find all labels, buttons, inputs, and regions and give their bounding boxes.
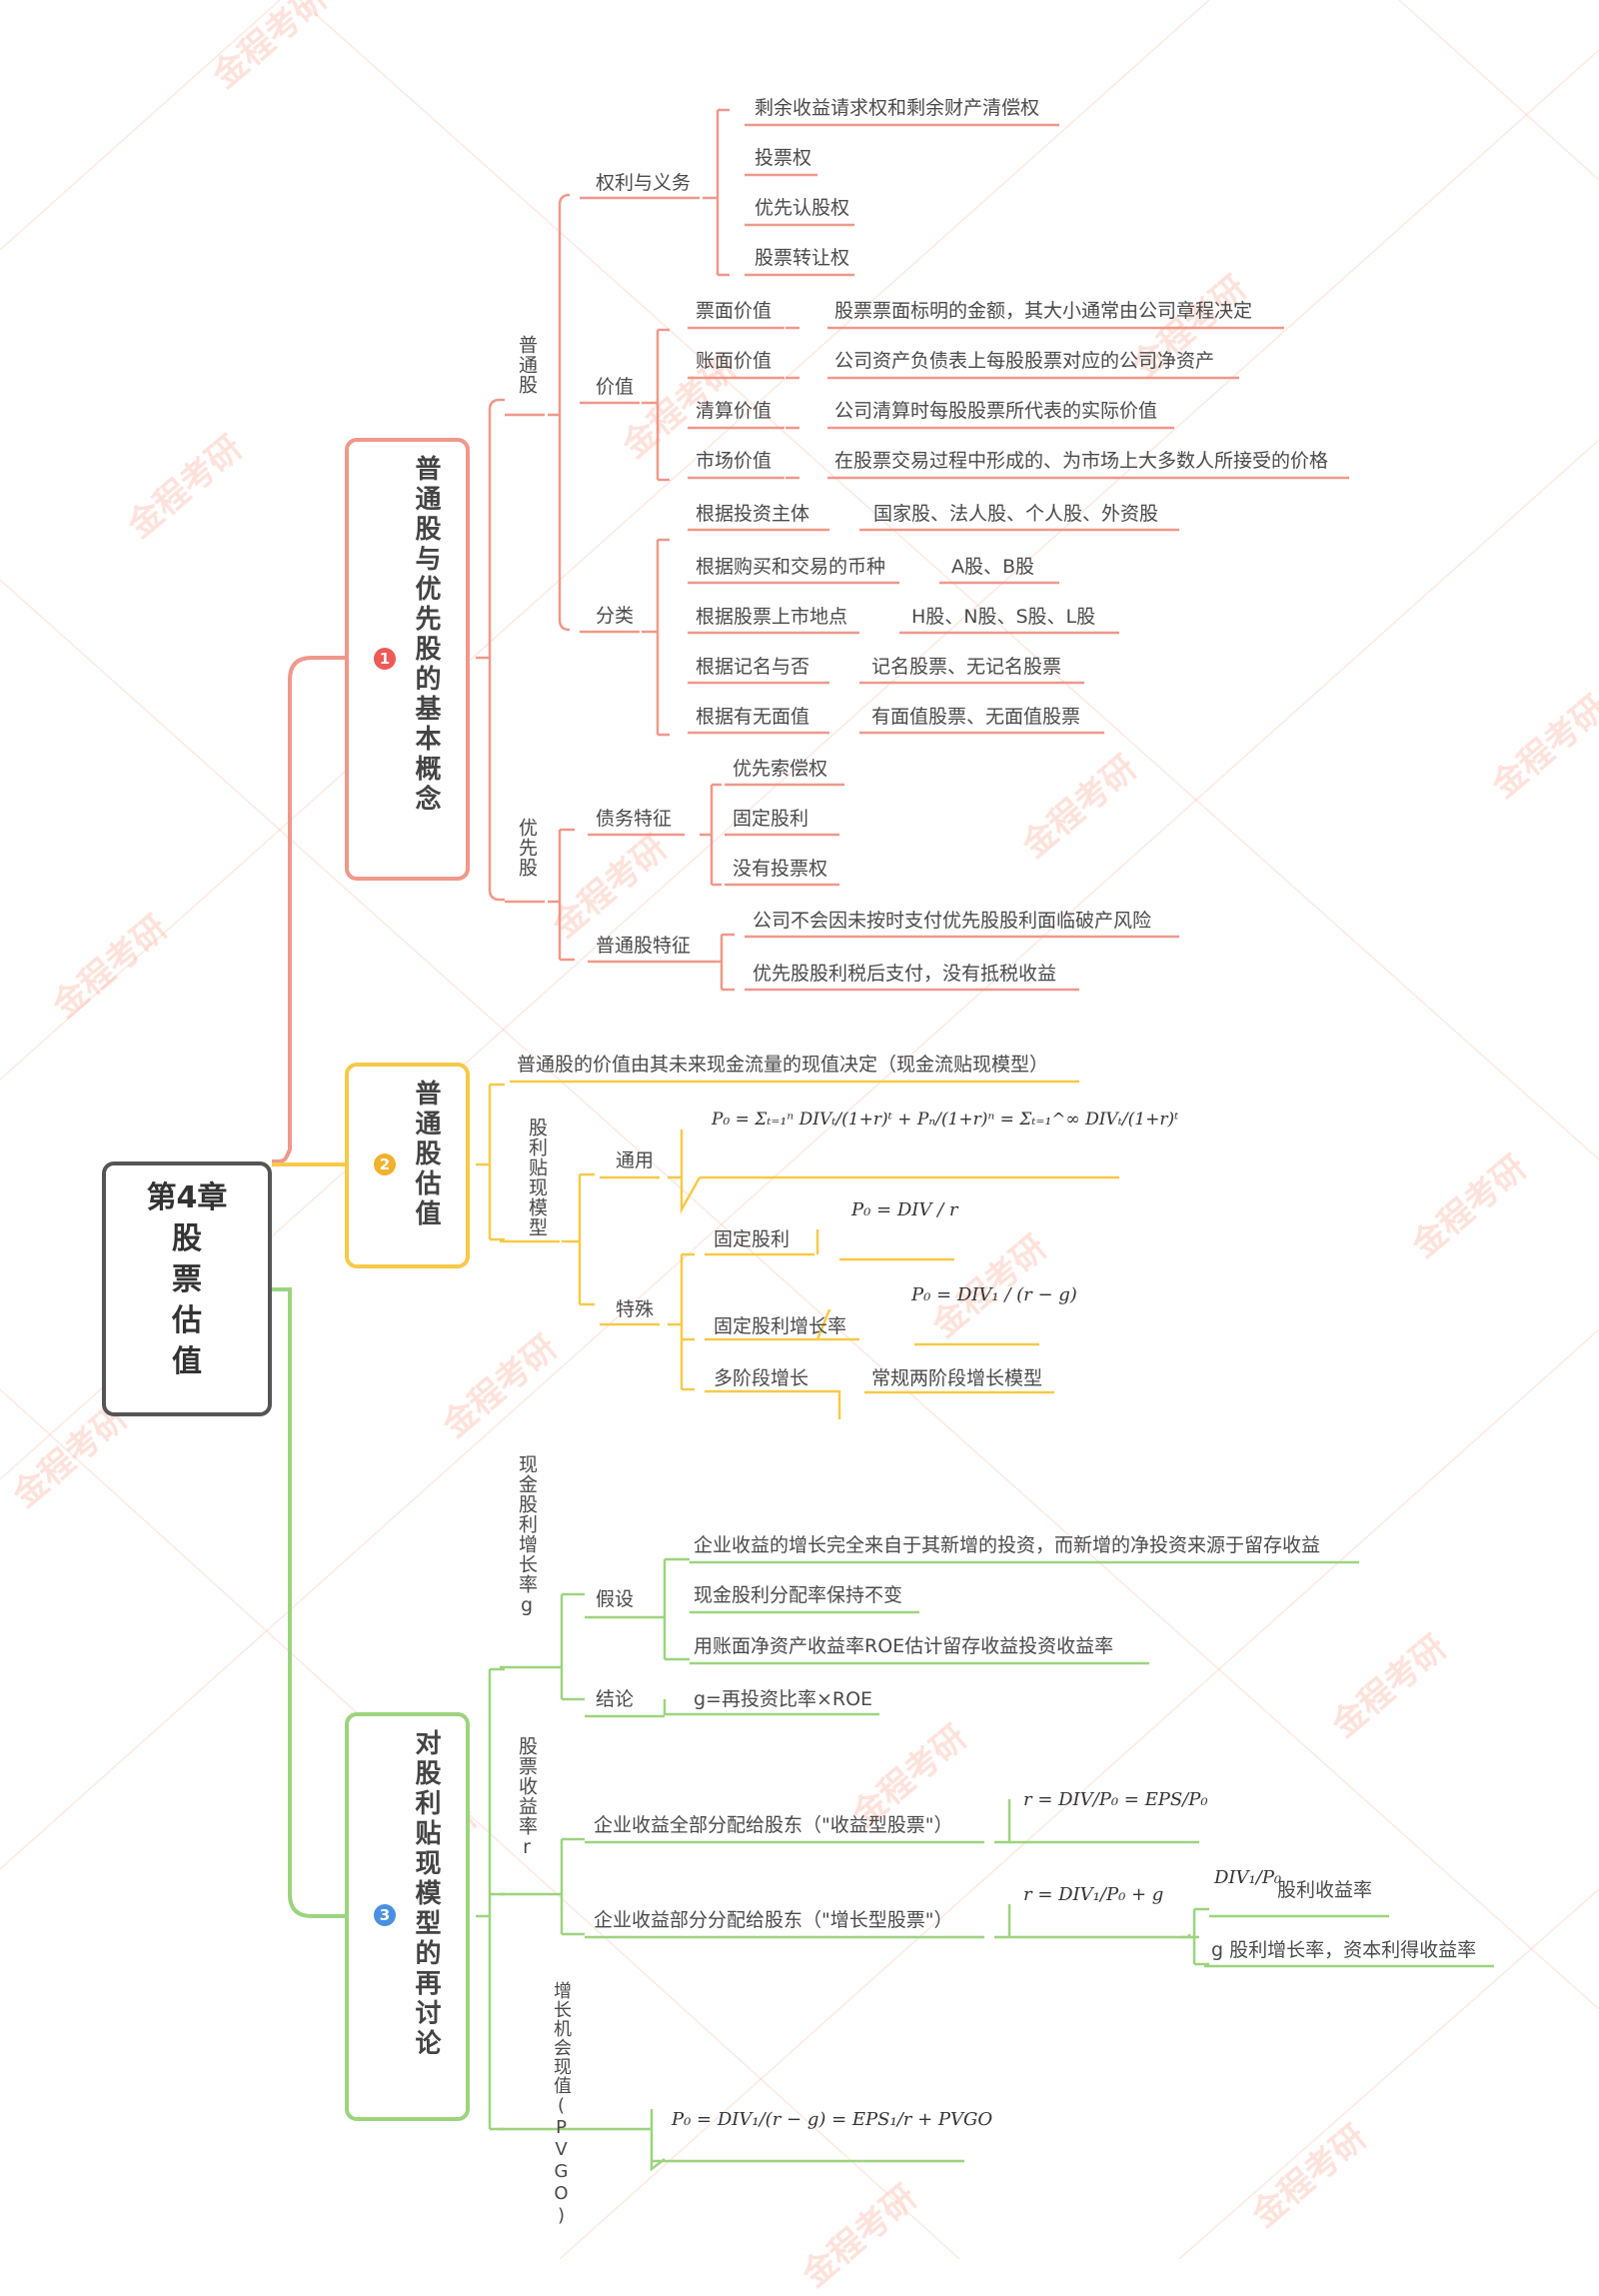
classify-item[interactable]: 根据投资主体 [696, 503, 810, 525]
classify-item[interactable]: 根据记名与否 [696, 656, 810, 678]
debt-item[interactable]: 优先索偿权 [733, 758, 828, 780]
node-growth-stock[interactable]: 企业收益部分分配给股东（"增长型股票"） [594, 1909, 953, 1931]
node-debt-features[interactable]: 债务特征 [596, 808, 673, 830]
root-title: 第4章股票估值 [146, 1180, 228, 1379]
section3-badge: 3 [374, 1904, 396, 1926]
rights-item[interactable]: 优先认股权 [755, 197, 850, 219]
equity-item[interactable]: 优先股股利税后支付，没有抵税收益 [753, 963, 1057, 985]
classify-item[interactable]: 根据有无面值 [696, 706, 810, 728]
node-special[interactable]: 特殊 [616, 1298, 655, 1320]
node-equity-features[interactable]: 普通股特征 [596, 935, 692, 957]
dividend-yield-formula: DIV₁/P₀ [1214, 1867, 1282, 1888]
node-conclusion[interactable]: 结论 [596, 1688, 635, 1710]
section1-title: 普通股与优先股的基本概念 [411, 455, 441, 815]
node-rights[interactable]: 权利与义务 [596, 172, 692, 194]
node-constant-growth[interactable]: 固定股利增长率 [714, 1315, 847, 1337]
node-growth-rate-g[interactable]: 现金股利增长率g [516, 1454, 538, 1617]
growth-rate-desc[interactable]: g 股利增长率，资本利得收益率 [1211, 1939, 1477, 1961]
node-fixed-dividend[interactable]: 固定股利 [714, 1228, 791, 1250]
rights-item[interactable]: 投票权 [755, 147, 812, 169]
dividend-yield-label[interactable]: 股利收益率 [1277, 1879, 1373, 1901]
section3-title: 对股利贴现模型的再讨论 [411, 1729, 441, 2059]
multi-stage-result[interactable]: 常规两阶段增长模型 [871, 1367, 1043, 1389]
node-assumptions[interactable]: 假设 [596, 1588, 635, 1610]
section3-box[interactable] [345, 1712, 470, 2121]
node-income-stock[interactable]: 企业收益全部分配给股东（"收益型股票"） [594, 1814, 953, 1836]
section2-badge: 2 [374, 1153, 396, 1175]
conclusion-item[interactable]: g=再投资比率×ROE [694, 1688, 873, 1710]
debt-item[interactable]: 固定股利 [733, 808, 809, 830]
general-formula: P₀ = Σₜ₌₁ⁿ DIVₜ/(1+r)ᵗ + Pₙ/(1+r)ⁿ = Σₜ₌… [712, 1110, 1179, 1130]
cash-flow-intro[interactable]: 普通股的价值由其未来现金流量的现值决定（现金流贴现模型） [517, 1054, 1049, 1076]
classify-item[interactable]: 根据股票上市地点 [696, 606, 848, 628]
node-value[interactable]: 价值 [596, 376, 635, 398]
section2-title: 普通股估值 [411, 1080, 441, 1229]
rights-item[interactable]: 剩余收益请求权和剩余财产清偿权 [755, 97, 1040, 119]
classify-result[interactable]: 国家股、法人股、个人股、外资股 [873, 503, 1159, 525]
section2-box[interactable] [345, 1063, 470, 1268]
value-name[interactable]: 市场价值 [696, 450, 773, 472]
debt-item[interactable]: 没有投票权 [733, 858, 828, 880]
node-general[interactable]: 通用 [616, 1149, 655, 1171]
pvgo-formula: P₀ = DIV₁/(r − g) = EPS₁/r + PVGO [672, 2109, 993, 2130]
value-desc[interactable]: 公司资产负债表上每股股票对应的公司净资产 [834, 350, 1215, 372]
assumption-item[interactable]: 企业收益的增长完全来自于其新增的投资，而新增的净投资来源于留存收益 [694, 1534, 1321, 1556]
classify-result[interactable]: H股、N股、S股、L股 [911, 606, 1096, 628]
value-name[interactable]: 票面价值 [696, 300, 773, 322]
node-multi-stage[interactable]: 多阶段增长 [714, 1367, 809, 1389]
node-dividend-model[interactable]: 股利贴现模型 [526, 1118, 548, 1237]
assumption-item[interactable]: 用账面净资产收益率ROE估计留存收益投资收益率 [694, 1635, 1114, 1657]
constant-growth-formula: P₀ = DIV₁ / (r − g) [911, 1284, 1077, 1305]
value-desc[interactable]: 股票票面标明的金额，其大小通常由公司章程决定 [834, 300, 1253, 322]
classify-result[interactable]: 记名股票、无记名股票 [871, 656, 1062, 678]
node-common-stock[interactable]: 普通股 [516, 335, 538, 395]
fixed-dividend-formula: P₀ = DIV / r [851, 1199, 958, 1220]
value-name[interactable]: 账面价值 [696, 350, 773, 372]
classify-result[interactable]: A股、B股 [951, 556, 1035, 578]
income-stock-formula: r = DIV/P₀ = EPS/P₀ [1023, 1789, 1208, 1810]
section1-badge: 1 [374, 648, 396, 670]
node-pvgo[interactable]: 增长机会现值(PVGO) [551, 1981, 572, 2227]
growth-stock-formula: r = DIV₁/P₀ + g [1023, 1884, 1164, 1905]
value-desc[interactable]: 在股票交易过程中形成的、为市场上大多数人所接受的价格 [834, 450, 1329, 472]
value-name[interactable]: 清算价值 [696, 400, 773, 422]
node-return-rate-r[interactable]: 股票收益率r [516, 1736, 538, 1859]
section1-box[interactable] [345, 438, 470, 881]
classify-item[interactable]: 根据购买和交易的币种 [696, 556, 886, 578]
classify-result[interactable]: 有面值股票、无面值股票 [871, 706, 1081, 728]
rights-item[interactable]: 股票转让权 [755, 247, 850, 269]
equity-item[interactable]: 公司不会因未按时支付优先股股利面临破产风险 [753, 910, 1152, 932]
assumption-item[interactable]: 现金股利分配率保持不变 [694, 1584, 903, 1606]
root-node[interactable] [102, 1161, 272, 1416]
node-preferred-stock[interactable]: 优先股 [516, 818, 538, 878]
node-classify[interactable]: 分类 [596, 605, 635, 627]
value-desc[interactable]: 公司清算时每股股票所代表的实际价值 [834, 400, 1158, 422]
